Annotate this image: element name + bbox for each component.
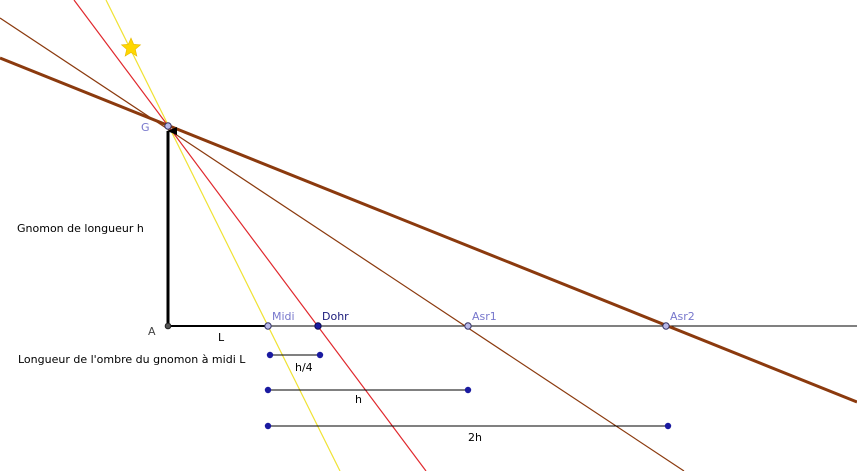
endpoint-h-quarter-start (266, 351, 274, 359)
endpoint-2h-end (664, 422, 672, 430)
label-point-asr2: Asr2 (670, 310, 695, 323)
sun-ray-asr2 (0, 56, 857, 404)
point-asr1 (464, 322, 472, 330)
point-a (164, 322, 172, 330)
point-dohr (314, 322, 322, 330)
label-2h: 2h (468, 431, 482, 444)
label-shadow: Longueur de l'ombre du gnomon à midi L (18, 353, 246, 366)
label-point-asr1: Asr1 (472, 310, 497, 323)
point-midi (264, 322, 272, 330)
label-point-midi: Midi (272, 310, 295, 323)
label-point-a: A (148, 325, 156, 338)
point-g (164, 122, 172, 130)
endpoint-h-start (264, 386, 272, 394)
endpoint-h-end (464, 386, 472, 394)
label-l: L (218, 331, 225, 344)
point-asr2 (662, 322, 670, 330)
sun-ray-midi (105, 0, 341, 471)
label-point-g: G (141, 121, 150, 134)
label-point-dohr: Dohr (322, 310, 349, 323)
label-gnomon: Gnomon de longueur h (17, 222, 144, 235)
endpoint-h-quarter-end (316, 351, 324, 359)
star-icon (120, 37, 142, 57)
label-h: h (355, 393, 362, 406)
label-h-quarter: h/4 (295, 361, 313, 374)
sun-ray-dohr (73, 0, 427, 471)
sun-ray-asr1 (0, 17, 685, 471)
endpoint-2h-start (264, 422, 272, 430)
